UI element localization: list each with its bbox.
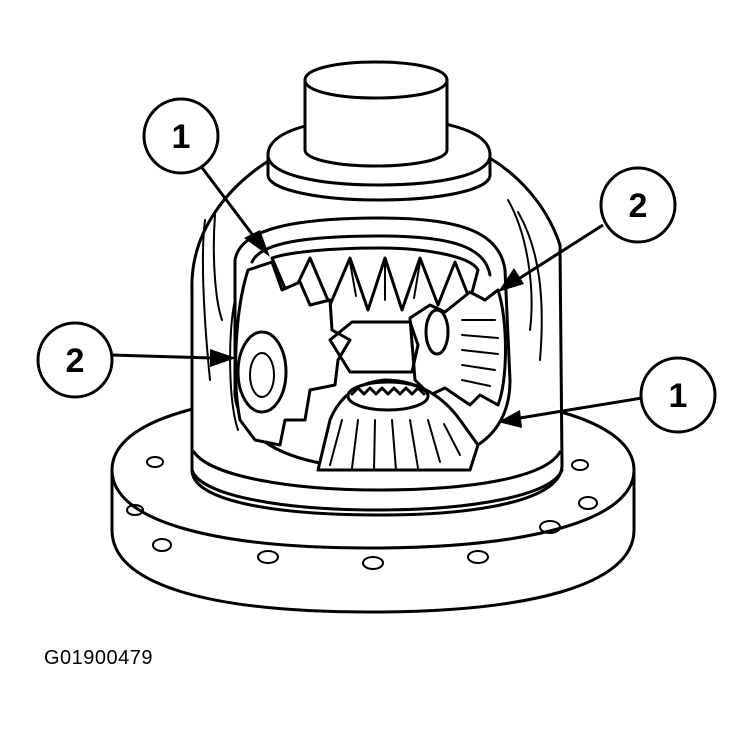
lower-side-gear [316,378,480,472]
callout-upper-right: 2 [599,166,677,244]
cross-shaft-opening [328,320,420,374]
svg-text:2: 2 [629,187,648,225]
callout-lower-right: 1 [639,356,717,434]
callout-mid-left: 2 [36,321,114,399]
upper-side-gear [270,246,480,312]
callout-upper-left: 1 [142,97,220,175]
svg-text:1: 1 [669,377,688,415]
left-pinion-gear [229,260,352,447]
flange-bolt-holes [126,456,598,570]
callout-leaders [111,164,643,428]
svg-text:2: 2 [66,342,85,380]
figure-code: G01900479 [44,647,154,669]
right-pinion-gear [408,288,507,407]
bearing-hub [266,60,492,202]
svg-text:1: 1 [172,118,191,156]
